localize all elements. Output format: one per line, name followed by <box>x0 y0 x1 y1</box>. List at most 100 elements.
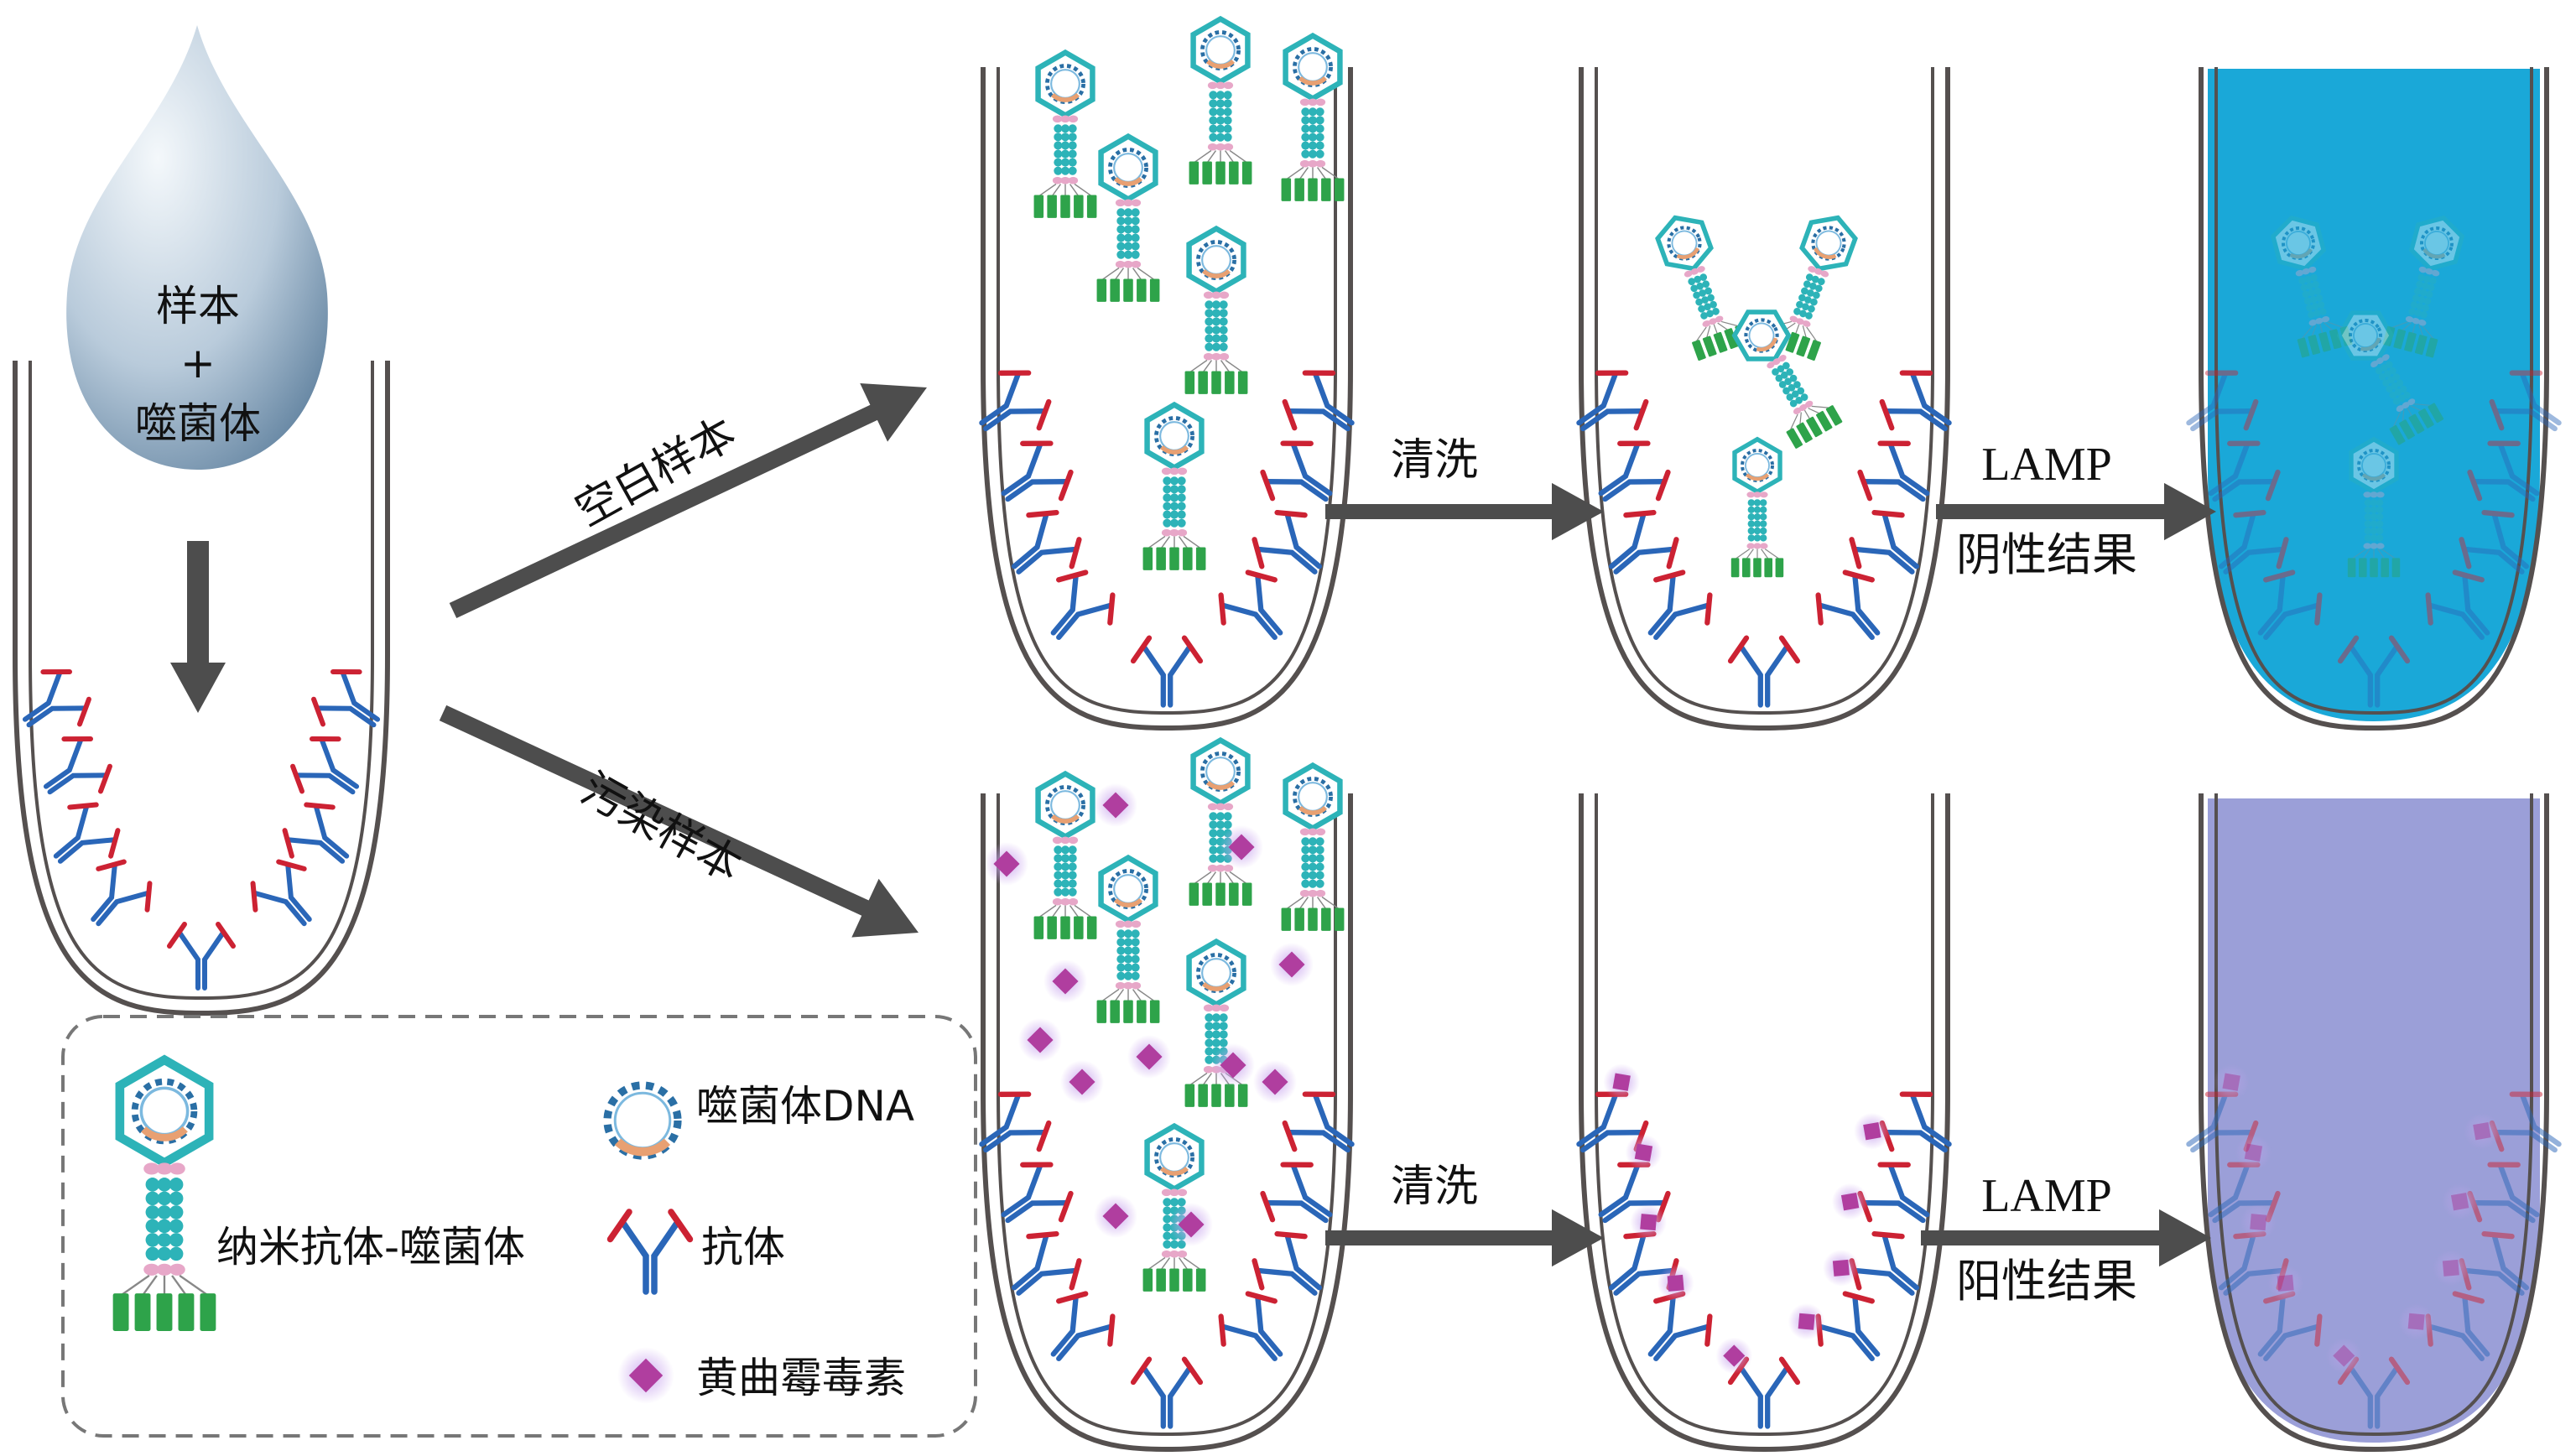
antibody-icon <box>2425 569 2490 641</box>
antibody-icon <box>1715 1337 1801 1429</box>
tube-contents <box>22 15 1952 1429</box>
phage-dna-icon <box>1045 64 1085 104</box>
phage-dna-icon <box>1293 47 1333 87</box>
nanobody-phage-icon <box>1184 225 1248 394</box>
nanobody-phage-icon <box>1142 1122 1206 1292</box>
phage-dna-icon <box>131 1078 198 1145</box>
legend-aflatoxin-label: 黄曲霉毒素 <box>696 1354 906 1402</box>
antibody-icon <box>1130 1356 1204 1429</box>
wash-label-bottom: 清洗 <box>1391 1162 1478 1212</box>
antibody-icon <box>1598 1134 1671 1224</box>
antibody-icon <box>1252 509 1323 575</box>
tube-inner-wall <box>2214 793 2533 1437</box>
aflatoxin-icon <box>2325 1337 2363 1375</box>
nanobody-phage-icon <box>1189 15 1252 185</box>
nanobody-phage-icon <box>1189 736 1252 906</box>
antibody-icon <box>1260 1162 1333 1224</box>
tube-inner-wall <box>997 793 1337 1437</box>
antibody-icon <box>53 802 121 864</box>
antibody-icon <box>1001 440 1074 502</box>
aflatoxin-icon <box>2441 1183 2479 1220</box>
phage-dna-icon <box>1741 449 1774 482</box>
blank-sample-arrow <box>449 382 928 619</box>
phage-dna-icon <box>2282 226 2315 260</box>
tube-inner-wall <box>1595 793 1934 1437</box>
antibody-icon <box>1282 1091 1355 1153</box>
phage-dna-icon <box>1108 869 1148 909</box>
aflatoxin-icon <box>617 1347 674 1404</box>
phage-dna-icon <box>1196 240 1236 280</box>
aflatoxin-icon <box>1220 825 1263 869</box>
antibody-icon <box>2257 569 2323 641</box>
aflatoxin-icon <box>1788 1303 1825 1340</box>
antibody-icon <box>2257 1265 2323 1362</box>
phage-dna-icon <box>603 1081 682 1160</box>
tube-outer-wall <box>2199 793 2549 1453</box>
lamp-arrow-bottom <box>1921 1209 2211 1267</box>
antibody-icon <box>2208 440 2281 502</box>
negative-result-tube <box>2199 67 2549 731</box>
contaminated-sample-label: 污染样本 <box>573 763 750 892</box>
legend-phage-dna-label: 噬菌体DNA <box>696 1082 914 1131</box>
phage-dna-icon <box>1045 785 1085 825</box>
antibody-icon <box>979 1091 1052 1153</box>
antibody-icon <box>2397 1291 2490 1362</box>
nanobody-phage-icon <box>2270 215 2353 358</box>
aflatoxin-icon <box>2213 1063 2251 1101</box>
antibody-icon <box>43 736 112 795</box>
contaminated-incubation-tube <box>981 793 1353 1453</box>
antibody-icon <box>1854 1091 1952 1153</box>
aflatoxin-icon <box>1715 1337 1753 1375</box>
positive-result-tube <box>2199 793 2549 1453</box>
legend-box <box>61 1015 977 1438</box>
antibody-icon <box>1849 509 1920 575</box>
tube-outer-wall <box>981 67 1353 731</box>
wash-arrow-bottom <box>1325 1209 1604 1267</box>
antibody-icon <box>22 668 91 728</box>
nanobody-phage-icon <box>1033 770 1097 939</box>
nanobody-phage-icon <box>1033 49 1097 218</box>
antibody-icon <box>2186 1063 2259 1153</box>
tube-outer-wall <box>981 793 1353 1453</box>
aflatoxin-icon <box>1253 1060 1297 1104</box>
antibody-icon <box>1260 440 1333 502</box>
aflatoxin-icon <box>985 842 1028 886</box>
drop-text-sample: 样本 <box>156 282 240 330</box>
nanobody-phage-icon <box>1281 32 1345 201</box>
aflatoxin-icon <box>1270 943 1314 986</box>
aflatoxin-icon <box>2433 1250 2469 1287</box>
nanobody-phage-icon <box>2382 215 2465 358</box>
antibody-icon <box>2325 1337 2411 1429</box>
aflatoxin-icon <box>2266 1265 2304 1302</box>
antibody-icon <box>1727 635 1801 708</box>
lamp-label-top: LAMP <box>1981 439 2112 491</box>
tube-inner-wall <box>1595 67 1934 715</box>
drop-text-plus: + <box>180 339 216 387</box>
phage-dna-icon <box>1196 953 1236 993</box>
aflatoxin-icon <box>1127 1035 1171 1079</box>
legend-icons <box>112 1054 694 1404</box>
aflatoxin-icon <box>1043 959 1087 1003</box>
antibody-icon <box>2467 440 2540 502</box>
antibody-icon <box>1647 1265 1713 1362</box>
antibody-icon <box>1788 1291 1881 1362</box>
tube-outer-wall <box>1579 67 1950 731</box>
antibody-icon <box>250 859 312 927</box>
negative-result-fill <box>2208 69 2540 721</box>
nanobody-phage-icon <box>2347 436 2401 578</box>
tube-inner-wall <box>2214 67 2533 715</box>
aflatoxin-icon <box>1169 1203 1213 1246</box>
aflatoxin-icon <box>1823 1250 1860 1287</box>
nanobody-phage-icon <box>2336 310 2444 445</box>
nanobody-phage-icon <box>1731 309 1843 449</box>
nanobody-phage-icon <box>1096 133 1160 302</box>
sample-drop: 样本 + 噬菌体 <box>66 25 328 470</box>
phage-dna-icon <box>1154 416 1194 456</box>
process-arrows <box>170 382 2216 1267</box>
aflatoxin-icon <box>1603 1063 1641 1101</box>
antibody-icon <box>979 370 1052 432</box>
antibody-icon <box>1050 569 1116 641</box>
antibody-icon <box>1011 509 1082 575</box>
contaminated-sample-arrow <box>439 705 919 938</box>
